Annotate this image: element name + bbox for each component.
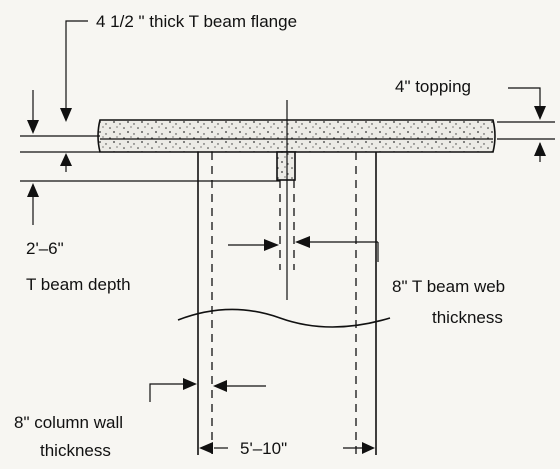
flange-top-arrowhead bbox=[27, 120, 39, 134]
web-left-arrowhead bbox=[264, 239, 279, 251]
flange-leader-arrowhead bbox=[60, 108, 72, 122]
depth-text-label: T beam depth bbox=[26, 275, 131, 294]
flange-bottom-arrowhead bbox=[60, 153, 72, 166]
topping-leader bbox=[508, 87, 541, 112]
web-label-line2: thickness bbox=[432, 308, 503, 327]
column-left-arrowhead bbox=[183, 378, 197, 390]
break-line bbox=[177, 308, 391, 328]
depth-value-label: 2'–6" bbox=[26, 239, 64, 258]
width-right-arrowhead bbox=[362, 442, 375, 454]
width-left-arrowhead bbox=[199, 442, 213, 454]
depth-bottom-arrowhead bbox=[27, 183, 39, 197]
column-leader bbox=[149, 383, 186, 402]
column-label-line1: 8" column wall bbox=[14, 413, 123, 432]
column-right-arrowhead bbox=[213, 380, 227, 392]
t-beam-web bbox=[276, 151, 296, 181]
web-label-line1: 8" T beam web bbox=[392, 277, 505, 296]
topping-label: 4" topping bbox=[395, 77, 471, 96]
flange-leader bbox=[65, 20, 88, 120]
web-right-arrowhead bbox=[295, 236, 310, 248]
t-beam-flange bbox=[97, 119, 496, 153]
column-label-line2: thickness bbox=[40, 441, 111, 460]
width-value-label: 5'–10" bbox=[240, 439, 287, 458]
flange-label: 4 1/2 " thick T beam flange bbox=[96, 12, 297, 31]
topping-bottom-arrowhead bbox=[534, 142, 546, 156]
topping-top-arrowhead bbox=[534, 106, 546, 120]
